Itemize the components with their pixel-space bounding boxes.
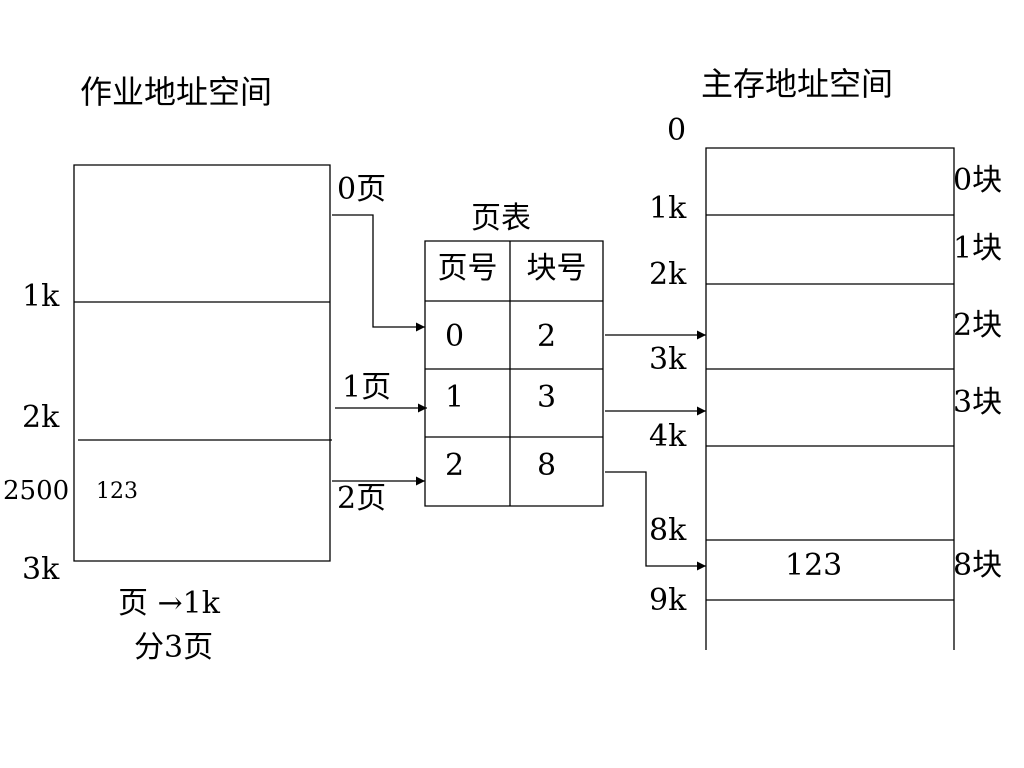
mem-address-0: 0 xyxy=(667,113,687,148)
page-table-row2-block: 8 xyxy=(537,448,557,483)
mem-block-1: 1块 xyxy=(953,231,1003,266)
mem-block-8: 8块 xyxy=(953,548,1003,583)
job-space-box xyxy=(74,165,332,561)
mem-address-1k: 1k xyxy=(649,191,687,226)
mem-address-9k: 9k xyxy=(649,583,687,618)
page-table-title: 页表 xyxy=(471,201,531,236)
mem-block-2: 2块 xyxy=(953,308,1003,343)
job-mark-3k: 3k xyxy=(22,552,60,587)
job-cell-value: 123 xyxy=(96,479,138,504)
page-table-row0-block: 2 xyxy=(537,319,557,354)
job-mark-2k: 2k xyxy=(22,400,60,435)
page-table-row2-page: 2 xyxy=(445,448,465,483)
page-table-header-page: 页号 xyxy=(437,251,498,286)
page-table-header-block: 块号 xyxy=(526,251,587,286)
mem-block-0: 0块 xyxy=(953,163,1003,198)
mem-address-2k: 2k xyxy=(649,257,687,292)
arrow-row2-to-block8 xyxy=(605,472,706,571)
page-table-grid xyxy=(425,241,603,506)
page-table-row1-block: 3 xyxy=(537,380,557,415)
page-size-note: 页 →1k xyxy=(118,586,220,621)
main-memory-title: 主存地址空间 xyxy=(701,65,894,103)
mem-address-8k: 8k xyxy=(649,513,687,548)
mem-address-4k: 4k xyxy=(649,419,687,454)
page-label-2: 2页 xyxy=(337,481,387,516)
page-label-1: 1页 xyxy=(342,370,392,405)
mem-cell-value: 123 xyxy=(785,548,843,583)
page-label-0: 0页 xyxy=(337,172,387,207)
job-space-title: 作业地址空间 xyxy=(80,73,273,111)
page-table-row1-page: 1 xyxy=(445,380,465,415)
arrow-page0-to-table xyxy=(332,215,425,332)
page-table-row0-page: 0 xyxy=(445,319,465,354)
job-mark-1k: 1k xyxy=(22,279,60,314)
mem-block-3: 3块 xyxy=(953,385,1003,420)
job-mark-2500: 2500 xyxy=(3,476,70,506)
mem-address-3k: 3k xyxy=(649,342,687,377)
main-memory-box xyxy=(706,148,954,650)
page-count-note: 分3页 xyxy=(134,630,214,665)
